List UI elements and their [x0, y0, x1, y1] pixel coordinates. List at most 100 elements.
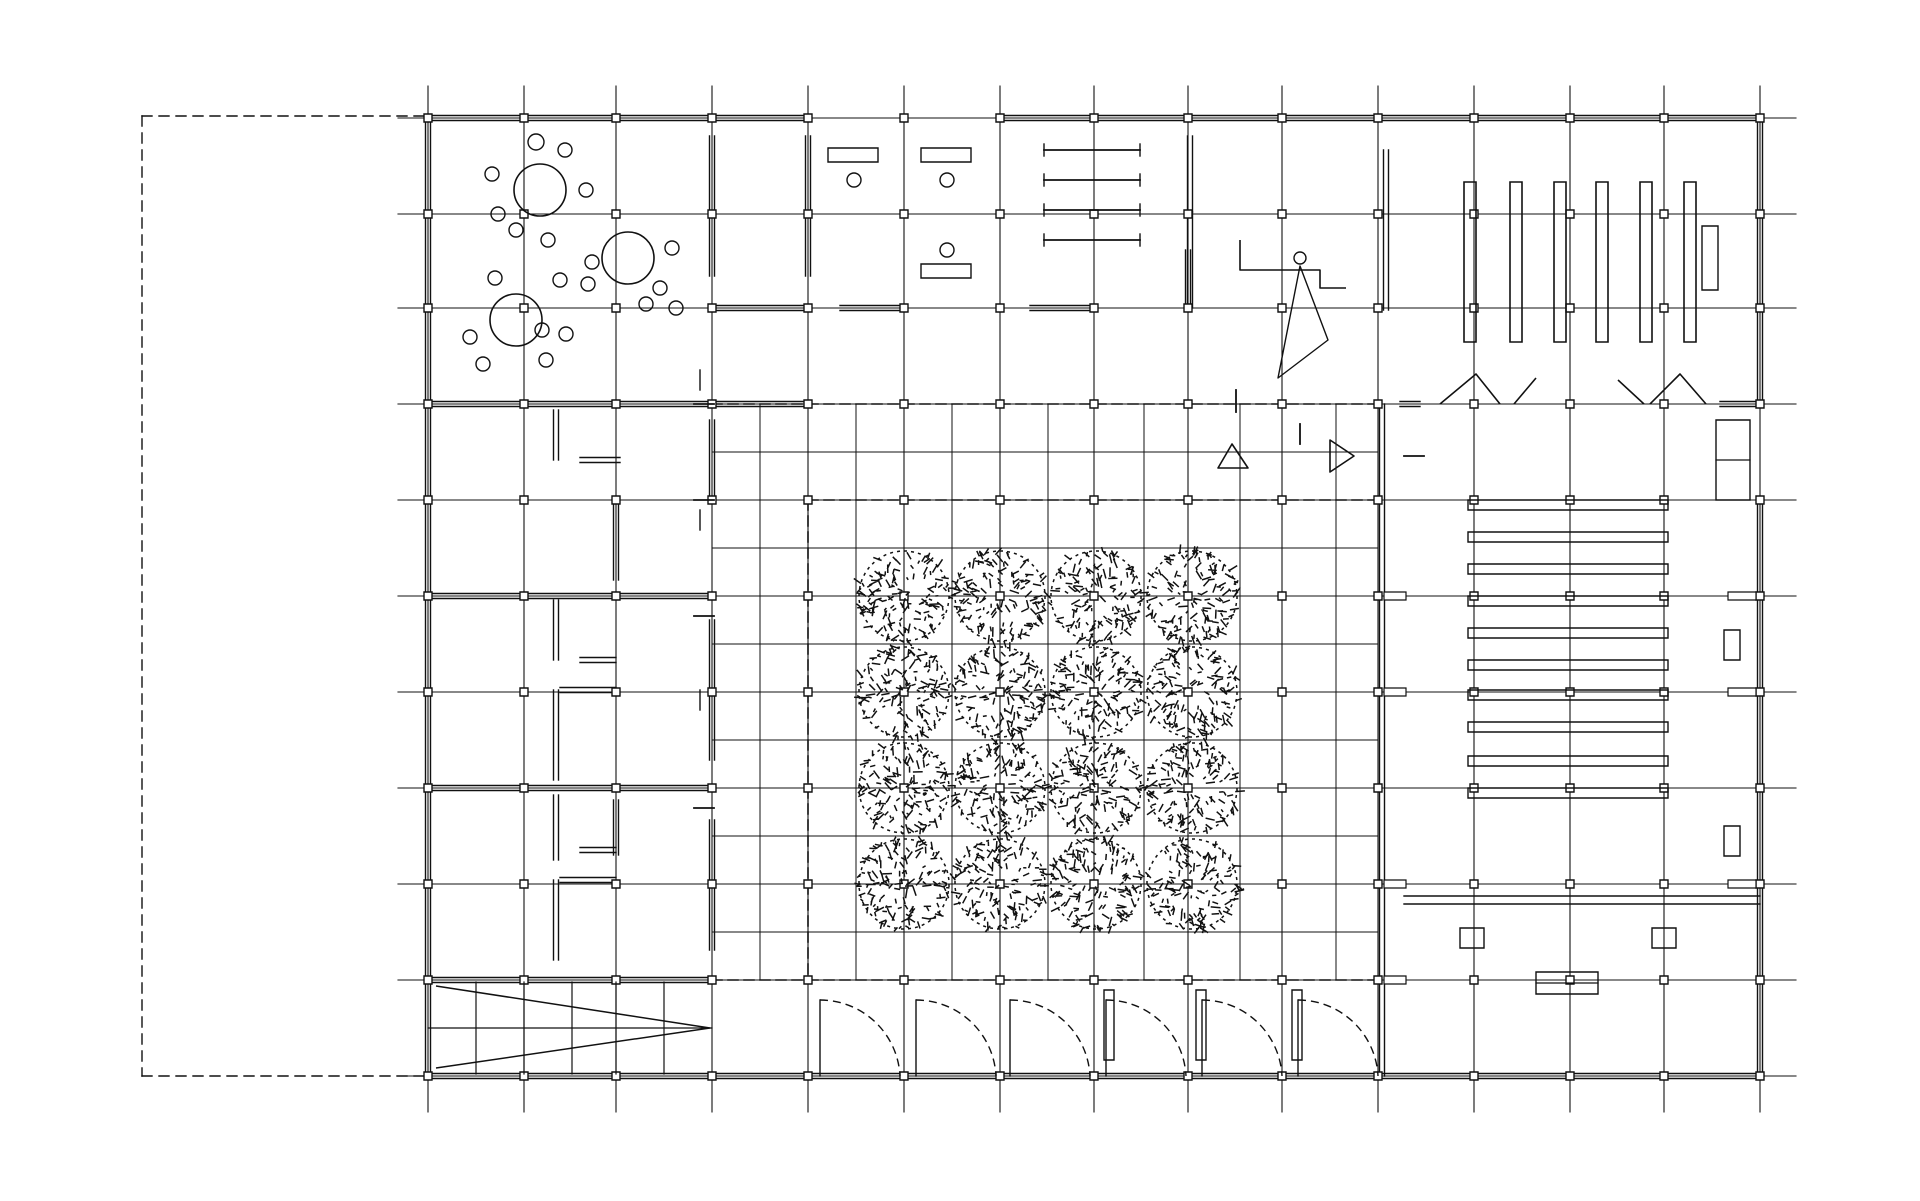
- reading-table: [1468, 756, 1668, 766]
- column-marker: [1470, 114, 1478, 122]
- reading-table: [1468, 596, 1668, 606]
- column-marker: [1660, 976, 1668, 984]
- column-marker: [708, 592, 716, 600]
- entrance-arrow-right: [1330, 440, 1354, 472]
- column-marker: [804, 976, 812, 984]
- column-marker: [612, 784, 620, 792]
- column-marker: [1090, 496, 1098, 504]
- cabinet: [1702, 226, 1718, 290]
- entrance-leaf: [1514, 378, 1536, 404]
- column-marker: [612, 496, 620, 504]
- column-marker: [996, 1072, 1004, 1080]
- furniture-layout: [463, 134, 1760, 994]
- reading-table: [1468, 564, 1668, 574]
- column-marker: [1470, 688, 1478, 696]
- column-marker: [1374, 304, 1382, 312]
- cabinet: [1724, 826, 1740, 856]
- desk: [921, 148, 971, 162]
- tree-canopy: [1147, 646, 1242, 741]
- column-marker: [1184, 592, 1192, 600]
- column-marker: [804, 1072, 812, 1080]
- chair: [463, 330, 477, 344]
- column-marker: [1090, 400, 1098, 408]
- bookstack: [1596, 182, 1608, 342]
- column-marker: [1090, 304, 1098, 312]
- person-head: [1294, 252, 1306, 264]
- desk: [921, 264, 971, 278]
- tree-canopy: [1142, 738, 1245, 834]
- column-marker: [1278, 304, 1286, 312]
- door-panel: [1104, 990, 1114, 1060]
- stair-zigzag: [428, 982, 712, 1074]
- column-marker: [708, 304, 716, 312]
- column-marker: [900, 1072, 908, 1080]
- column-marker: [424, 304, 432, 312]
- column-marker: [1660, 688, 1668, 696]
- building-walls: [426, 116, 1763, 1079]
- bookstack: [1640, 182, 1652, 342]
- column-marker: [1566, 976, 1574, 984]
- column-marker: [612, 114, 620, 122]
- column-marker: [900, 496, 908, 504]
- door-stub: [1384, 976, 1406, 984]
- column-marker: [900, 114, 908, 122]
- column-marker: [1278, 592, 1286, 600]
- column-marker: [900, 210, 908, 218]
- bookstack: [1554, 182, 1566, 342]
- column-marker: [996, 880, 1004, 888]
- door-stub: [1384, 688, 1406, 696]
- structural-columns: [424, 114, 1764, 1080]
- column-marker: [1374, 688, 1382, 696]
- tree-canopy: [948, 548, 1051, 647]
- column-marker: [900, 400, 908, 408]
- door-swing-arc: [820, 1000, 900, 1076]
- column-marker: [612, 400, 620, 408]
- column-marker: [1660, 304, 1668, 312]
- column-marker: [996, 784, 1004, 792]
- cabinet: [1724, 630, 1740, 660]
- tree-canopy: [854, 645, 953, 744]
- round-table: [514, 164, 566, 216]
- tree-canopy: [950, 831, 1049, 933]
- column-marker: [1470, 1072, 1478, 1080]
- chair: [585, 255, 599, 269]
- column-marker: [1756, 592, 1764, 600]
- column-marker: [612, 304, 620, 312]
- chair: [940, 243, 954, 257]
- column-marker: [520, 688, 528, 696]
- small-table: [1460, 928, 1484, 948]
- column-marker: [1566, 114, 1574, 122]
- column-marker: [708, 880, 716, 888]
- column-marker: [708, 688, 716, 696]
- column-marker: [1566, 688, 1574, 696]
- column-marker: [1090, 784, 1098, 792]
- column-marker: [996, 592, 1004, 600]
- chair: [559, 327, 573, 341]
- column-marker: [1756, 210, 1764, 218]
- round-table: [602, 232, 654, 284]
- tree-canopy: [1146, 544, 1241, 646]
- column-marker: [520, 304, 528, 312]
- entrance-leaf: [1650, 374, 1706, 404]
- chair: [539, 353, 553, 367]
- tree-canopy: [1049, 736, 1144, 834]
- tree-canopy: [1048, 547, 1149, 647]
- column-marker: [520, 592, 528, 600]
- reading-table: [1468, 722, 1668, 732]
- door-swing-arc: [1298, 1000, 1378, 1076]
- column-marker: [1184, 114, 1192, 122]
- column-marker: [1184, 976, 1192, 984]
- column-marker: [708, 784, 716, 792]
- column-marker: [520, 400, 528, 408]
- column-marker: [1184, 784, 1192, 792]
- column-marker: [1660, 880, 1668, 888]
- column-marker: [520, 880, 528, 888]
- column-marker: [1374, 880, 1382, 888]
- column-marker: [1184, 210, 1192, 218]
- chair: [491, 207, 505, 221]
- chair: [485, 167, 499, 181]
- column-marker: [1184, 688, 1192, 696]
- column-marker: [1660, 400, 1668, 408]
- column-marker: [1756, 880, 1764, 888]
- column-marker: [1374, 114, 1382, 122]
